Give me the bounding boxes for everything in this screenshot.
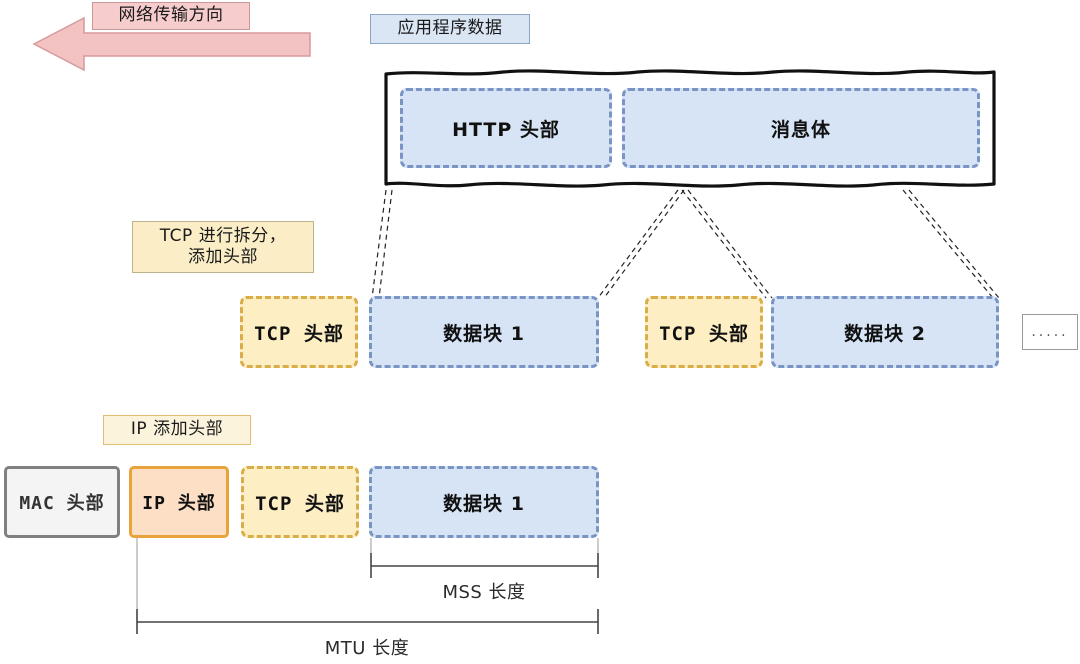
- measure-label-mtu: MTU 长度: [324, 638, 410, 659]
- block-tcp-header-2: TCP 头部: [645, 296, 763, 368]
- block-ip-header: IP 头部: [129, 466, 229, 538]
- block-more-chunks: .....: [1022, 314, 1078, 350]
- block-tcp-header-bottom: TCP 头部: [241, 466, 359, 538]
- block-tcp-header-1: TCP 头部: [240, 296, 358, 368]
- block-data-chunk-bottom: 数据块 1: [369, 466, 599, 538]
- ip-note-label: IP 添加头部: [103, 415, 251, 445]
- measure-label-mss: MSS 长度: [442, 582, 526, 603]
- tcp-note-label: TCP 进行拆分， 添加头部: [132, 221, 314, 273]
- app-data-label: 应用程序数据: [370, 14, 530, 44]
- block-message-body: 消息体: [622, 88, 980, 168]
- direction-label: 网络传输方向: [92, 2, 250, 30]
- block-http-header: HTTP 头部: [400, 88, 612, 168]
- block-data-chunk-2: 数据块 2: [771, 296, 999, 368]
- block-mac-header: MAC 头部: [4, 466, 120, 538]
- block-data-chunk-1: 数据块 1: [369, 296, 599, 368]
